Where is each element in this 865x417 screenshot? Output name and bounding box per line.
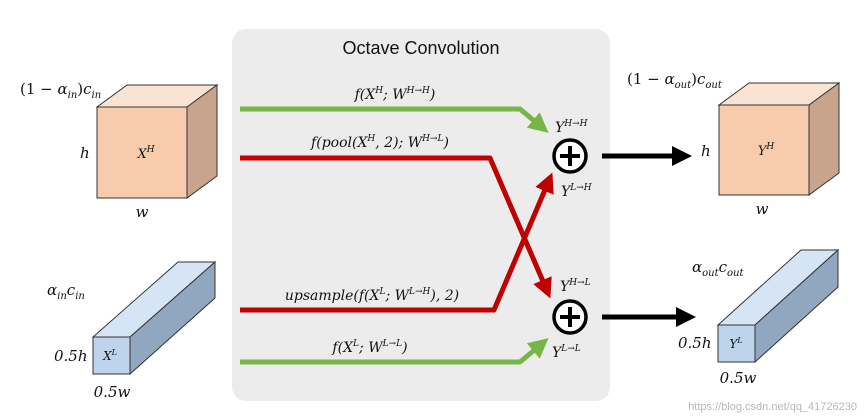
input-low-cube: XL [91,260,217,376]
output-high-height-label: h [701,142,711,160]
input-low-width-label: 0.5w [94,383,131,401]
sum-bottom-input1-label: YH→L [560,278,591,295]
input-high-tensor-label: XH [136,145,154,162]
sum-bottom-input2-label: YL→L [552,344,581,361]
sum-top-input1-label: YH→H [555,119,588,136]
path-low-to-low-label: f(XL; WL→L) [331,339,407,356]
path-low-to-high-label: upsample(f(XL; WL→H), 2) [285,287,459,304]
output-low-cube: YL [716,248,840,364]
panel-title: Octave Convolution [342,38,499,58]
path-high-to-low [240,155,552,299]
output-high-cube: YH [717,82,841,196]
sum-top-input2-label: YL→H [561,183,592,200]
watermark: https://blog.csdn.net/qq_41726230 [688,401,857,413]
path-high-to-high [240,106,549,133]
output-low-channel-label: αoutcout [692,258,744,279]
path-low-to-high [240,172,554,313]
input-high-cube: XH [95,84,219,199]
input-low-cube-front [92,336,131,375]
path-high-to-high-label: f(XH; WH→H) [354,86,436,103]
output-low-width-label: 0.5w [720,369,757,387]
input-high-height-label: h [80,144,90,162]
output-low-height-label: 0.5h [678,334,712,352]
input-high-channel-label: (1 − αin)cin [20,80,101,101]
path-low-to-low [240,338,549,365]
output-high-width-label: w [756,200,769,218]
input-low-tensor-label: XL [102,348,117,363]
output-low-tensor-label: YL [729,336,742,351]
sum-node-bottom [552,299,588,335]
output-high-tensor-label: YH [758,142,775,159]
path-high-to-low-label: f(pool(XH, 2); WH→L) [310,134,449,151]
sum-node-top [552,138,588,174]
input-low-height-label: 0.5h [54,347,88,365]
input-high-width-label: w [136,203,149,221]
input-high-cube-front [96,106,188,199]
input-low-channel-label: αincin [47,281,85,302]
output-high-cube-front [718,104,810,196]
output-high-channel-label: (1 − αout)cout [627,70,723,91]
output-low-cube-front [717,324,756,363]
